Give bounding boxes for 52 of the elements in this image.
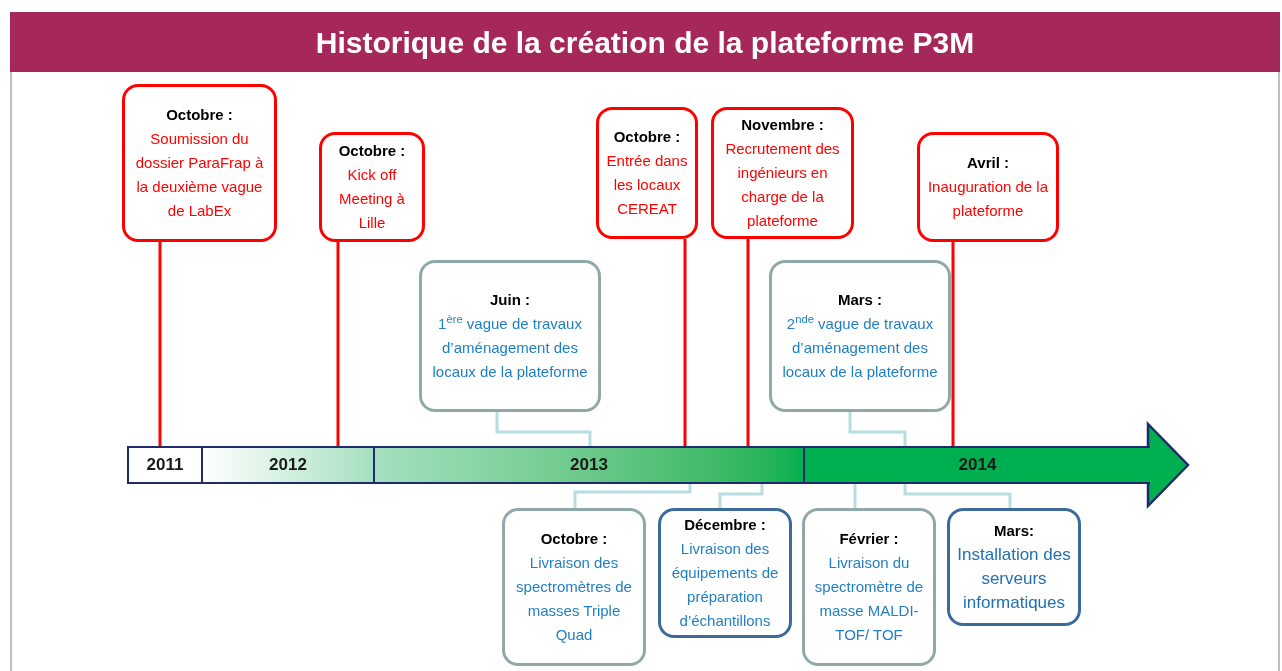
connector-line: [718, 484, 764, 508]
year-label: 2011: [146, 454, 184, 477]
connector-line: [495, 412, 592, 446]
event-box: [802, 508, 936, 666]
event-box: [769, 260, 951, 412]
event-box: [947, 508, 1081, 626]
event-description: Livraison des équipements de préparation d’échantillons: [670, 539, 780, 631]
event-box: [419, 260, 601, 412]
connector-line: [848, 412, 907, 446]
event-description: Entrée dans les locaux CEREAT: [605, 151, 689, 219]
event-box: [502, 508, 646, 666]
event-description: Livraison des spectromètres de masses Triple Quad: [515, 553, 633, 645]
event-date: Mars :: [837, 290, 883, 310]
event-date: Juin :: [490, 290, 530, 310]
event-description: Kick off Meeting à Lille: [338, 165, 406, 233]
event-description: 2$^{nde}$ vague de travaux d’aménagement des locaux de la plateforme: [781, 312, 939, 382]
event-date: Octobre :: [540, 529, 608, 549]
year-label: 2013: [570, 454, 608, 477]
event-box: [917, 132, 1059, 242]
event-box: [658, 508, 792, 638]
event-date: Octobre :: [613, 127, 681, 147]
event-date: Avril :: [967, 153, 1009, 173]
connector-line: [903, 484, 1012, 508]
event-description: Recrutement des ingénieurs en charge de la plateforme: [724, 139, 841, 231]
event-description: Livraison du spectromètre de masse MALDI-TOF/ TOF: [813, 553, 925, 645]
timeline-segment: [375, 446, 805, 484]
event-box: [711, 107, 854, 239]
event-description: Installation des serveurs informatiques: [956, 544, 1072, 614]
timeline-segment: [127, 446, 203, 484]
event-date: Novembre :: [741, 115, 824, 135]
event-description: Inauguration de la plateforme: [926, 177, 1050, 221]
year-label: 2012: [269, 454, 307, 477]
event-box: [596, 107, 698, 239]
year-label: 2014: [958, 454, 997, 477]
event-description: 1$^{ère}$ vague de travaux d’aménagement des locaux de la plateforme: [431, 312, 589, 382]
event-box: [319, 132, 425, 242]
event-date: Février :: [839, 529, 899, 549]
connector-line: [853, 484, 857, 508]
event-date: Mars:: [994, 521, 1034, 541]
connector-line: [336, 242, 340, 446]
event-date: Décembre :: [684, 515, 766, 535]
event-description: Soumission du dossier ParaFrap à la deuxième vague de LabEx: [134, 129, 265, 221]
connector-line: [683, 239, 687, 446]
title-banner: Historique de la création de la plateforme P3M: [10, 12, 1280, 72]
event-date: Octobre :: [166, 105, 233, 125]
connector-line: [158, 242, 162, 446]
connector-line: [746, 239, 750, 446]
timeline-segment: [203, 446, 375, 484]
event-date: Octobre :: [338, 141, 406, 161]
event-box: [122, 84, 277, 242]
connector-line: [573, 484, 692, 508]
connector-line: [951, 242, 955, 446]
